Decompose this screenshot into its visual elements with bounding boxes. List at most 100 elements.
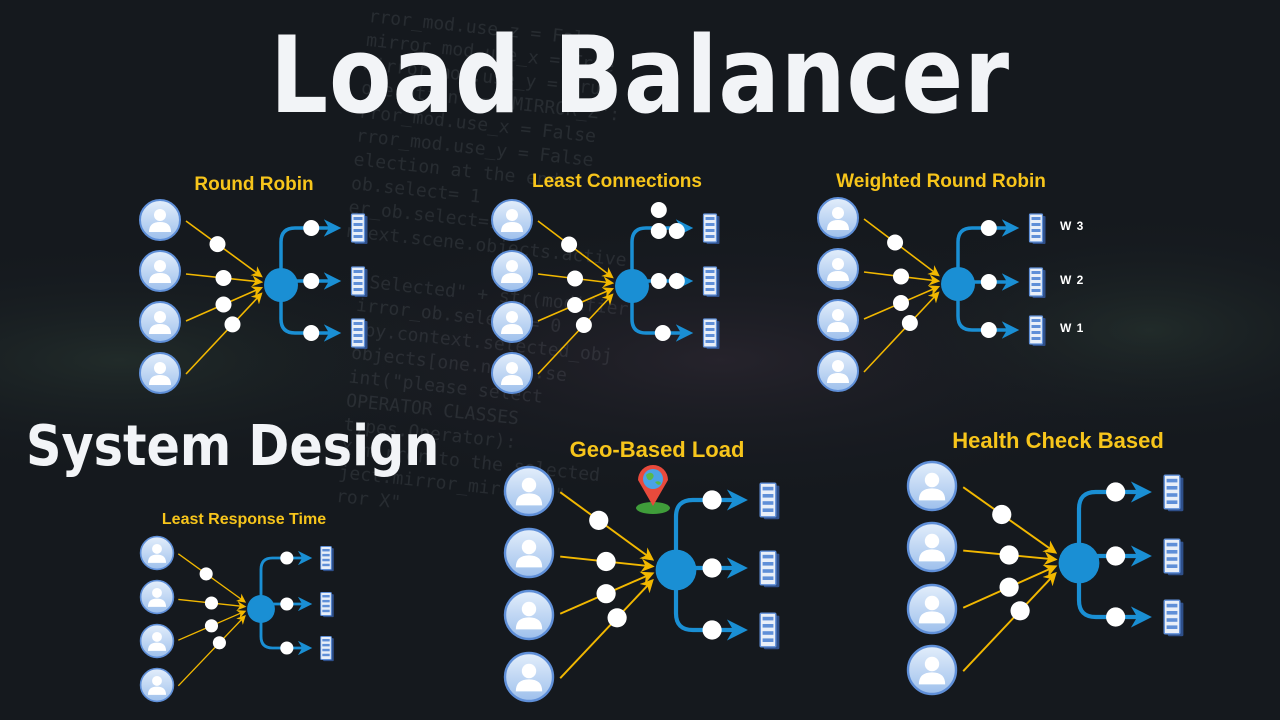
load-balancer-node: [264, 268, 298, 302]
outgoing-arrow: [259, 619, 313, 656]
request-dot: [650, 273, 667, 289]
globe-location-pin-icon: [636, 465, 670, 514]
request-dot: [980, 274, 997, 290]
request-dot: [1010, 601, 1030, 621]
request-dot: [280, 551, 294, 565]
server-icon: [1163, 538, 1184, 576]
request-dot: [204, 619, 219, 633]
user-icon: [139, 199, 181, 241]
request-dot: [589, 510, 609, 530]
request-dot: [650, 202, 667, 218]
request-dot: [668, 223, 685, 239]
request-dot: [280, 597, 294, 611]
panel-title: Least Connections: [532, 171, 702, 192]
outgoing-arrow: [1076, 481, 1152, 549]
incoming-arrow: [185, 292, 263, 375]
server-weight-label: W 3: [1060, 219, 1085, 233]
user-icon: [139, 352, 181, 394]
request-dot: [303, 273, 320, 289]
request-dot: [901, 315, 918, 332]
request-dot: [596, 584, 616, 604]
request-dot: [893, 268, 909, 285]
request-dot: [209, 236, 226, 253]
user-icon: [139, 301, 181, 343]
load-balancer-node: [247, 595, 275, 623]
load-balancer-node: [615, 269, 649, 303]
request-dot: [212, 636, 226, 650]
panel-title: Health Check Based: [952, 428, 1164, 453]
request-dot: [980, 322, 997, 338]
user-icon: [491, 250, 533, 292]
server-icon: [1028, 267, 1046, 298]
request-dot: [887, 234, 904, 251]
request-dot: [992, 504, 1012, 525]
request-dot: [204, 596, 219, 610]
page-title: Load Balancer: [270, 14, 1010, 137]
user-icon: [817, 197, 859, 239]
request-dot: [654, 325, 671, 341]
user-icon: [906, 460, 958, 512]
server-icon: [759, 482, 780, 520]
outgoing-arrow: [956, 296, 1020, 339]
request-dot: [702, 490, 722, 510]
server-weight-label: W 2: [1060, 273, 1085, 287]
user-icon: [503, 465, 555, 517]
request-dot: [1106, 546, 1126, 566]
server-icon: [320, 546, 334, 572]
request-dot: [215, 296, 232, 313]
panel-weighted-round-robin: [817, 197, 1046, 392]
incoming-arrow: [559, 578, 654, 679]
request-dot: [224, 316, 241, 333]
server-icon: [1028, 213, 1046, 244]
request-dot: [596, 551, 616, 572]
user-icon: [906, 583, 958, 635]
panel-health-check-based: [906, 460, 1184, 696]
panel-least-response-time: [139, 535, 334, 703]
request-dot: [575, 317, 592, 334]
outgoing-arrow: [956, 219, 1020, 272]
user-icon: [491, 199, 533, 241]
request-dot: [702, 620, 722, 640]
user-icon: [906, 521, 958, 573]
outgoing-arrow: [259, 550, 313, 599]
request-dot: [199, 567, 213, 581]
outgoing-arrow: [630, 219, 694, 274]
user-icon: [139, 535, 175, 571]
server-icon: [350, 266, 368, 297]
user-icon: [817, 299, 859, 341]
panel-geo-based-load: [503, 465, 780, 703]
request-dot: [650, 223, 667, 239]
server-icon: [320, 592, 334, 618]
request-dot: [561, 236, 578, 253]
server-icon: [702, 213, 720, 244]
server-icon: [350, 213, 368, 244]
user-icon: [491, 352, 533, 394]
request-dot: [215, 270, 232, 286]
request-dot: [1106, 607, 1126, 627]
request-dot: [303, 220, 320, 236]
user-icon: [491, 301, 533, 343]
request-dot: [999, 577, 1019, 597]
server-icon: [702, 266, 720, 297]
panel-title: Weighted Round Robin: [836, 171, 1046, 192]
outgoing-arrow: [630, 298, 694, 342]
server-icon: [702, 318, 720, 349]
outgoing-arrow: [1076, 577, 1152, 628]
user-icon: [817, 248, 859, 290]
load-balancer-node: [941, 267, 975, 301]
user-icon: [139, 579, 175, 615]
page-subtitle: System Design: [26, 414, 440, 479]
incoming-arrow: [962, 571, 1057, 672]
server-icon: [1028, 315, 1046, 346]
request-dot: [999, 545, 1019, 565]
request-dot: [893, 295, 909, 311]
outgoing-arrow: [279, 297, 342, 342]
load-balancer-node: [655, 549, 697, 591]
panel-least-connections: [491, 199, 720, 394]
user-icon: [503, 527, 555, 579]
request-dot: [668, 273, 685, 289]
user-icon: [906, 644, 958, 696]
request-dot: [702, 558, 722, 578]
outgoing-arrow: [673, 584, 748, 641]
